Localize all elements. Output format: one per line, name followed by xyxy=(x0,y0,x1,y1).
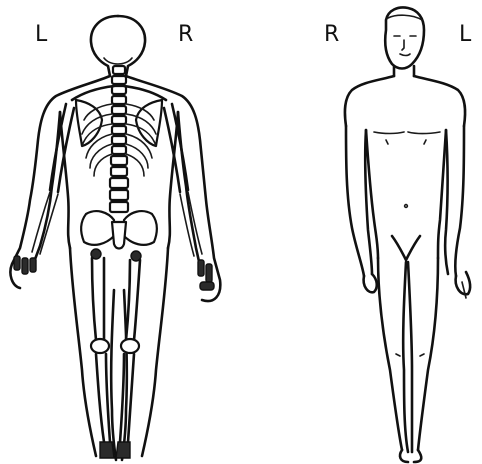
anterior-body-outline xyxy=(345,8,470,463)
